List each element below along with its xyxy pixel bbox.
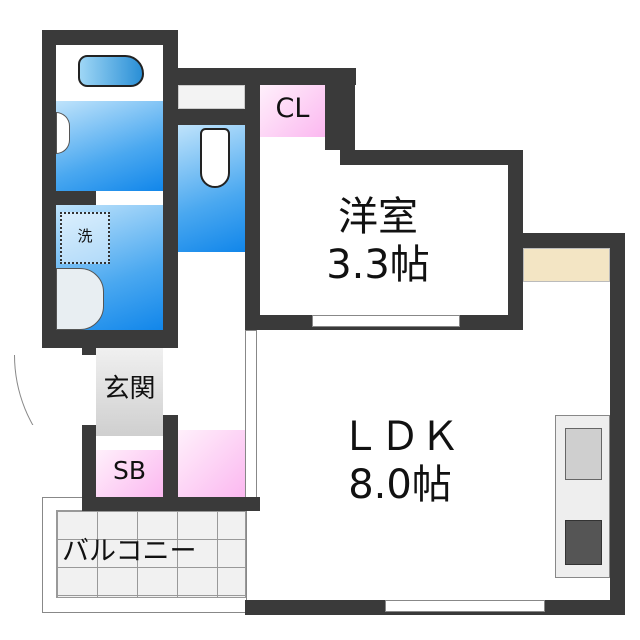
shoe-box-label: SB: [112, 456, 147, 485]
bathroom: [56, 101, 163, 191]
vanity-icon: [56, 268, 104, 330]
western-room-size: 3.3帖: [326, 242, 430, 288]
washer-label: 洗: [77, 227, 93, 245]
shelf: [523, 248, 610, 282]
balcony-label: バルコニー: [62, 536, 197, 567]
stove-icon: [565, 520, 602, 565]
wall: [163, 415, 178, 505]
entrance-label: 玄関: [103, 374, 156, 404]
closet-label: CL: [275, 93, 310, 124]
balcony: [56, 510, 246, 598]
shoe-box: [96, 450, 163, 497]
washer-space: [60, 212, 110, 264]
storage: [178, 430, 245, 497]
ldk: [260, 330, 610, 600]
entrance: [96, 348, 163, 436]
western-room-name: 洋室: [338, 194, 418, 240]
window: [312, 315, 460, 327]
storage-box: [178, 85, 245, 109]
bathtub-icon: [78, 55, 144, 87]
wall: [178, 68, 356, 85]
ldk-size: 8.0帖: [348, 462, 452, 508]
entrance-door-gap: [82, 355, 96, 425]
window: [245, 330, 257, 500]
toilet-icon: [200, 128, 230, 188]
wall: [245, 82, 260, 320]
wall: [82, 497, 260, 511]
closet: [260, 85, 325, 137]
window: [385, 600, 545, 612]
ldk-name: ＬＤＫ: [340, 414, 460, 460]
door-gap: [96, 191, 163, 205]
sink-icon: [565, 428, 602, 480]
western-room: [260, 165, 508, 315]
wall: [325, 68, 355, 150]
wall: [178, 109, 245, 125]
